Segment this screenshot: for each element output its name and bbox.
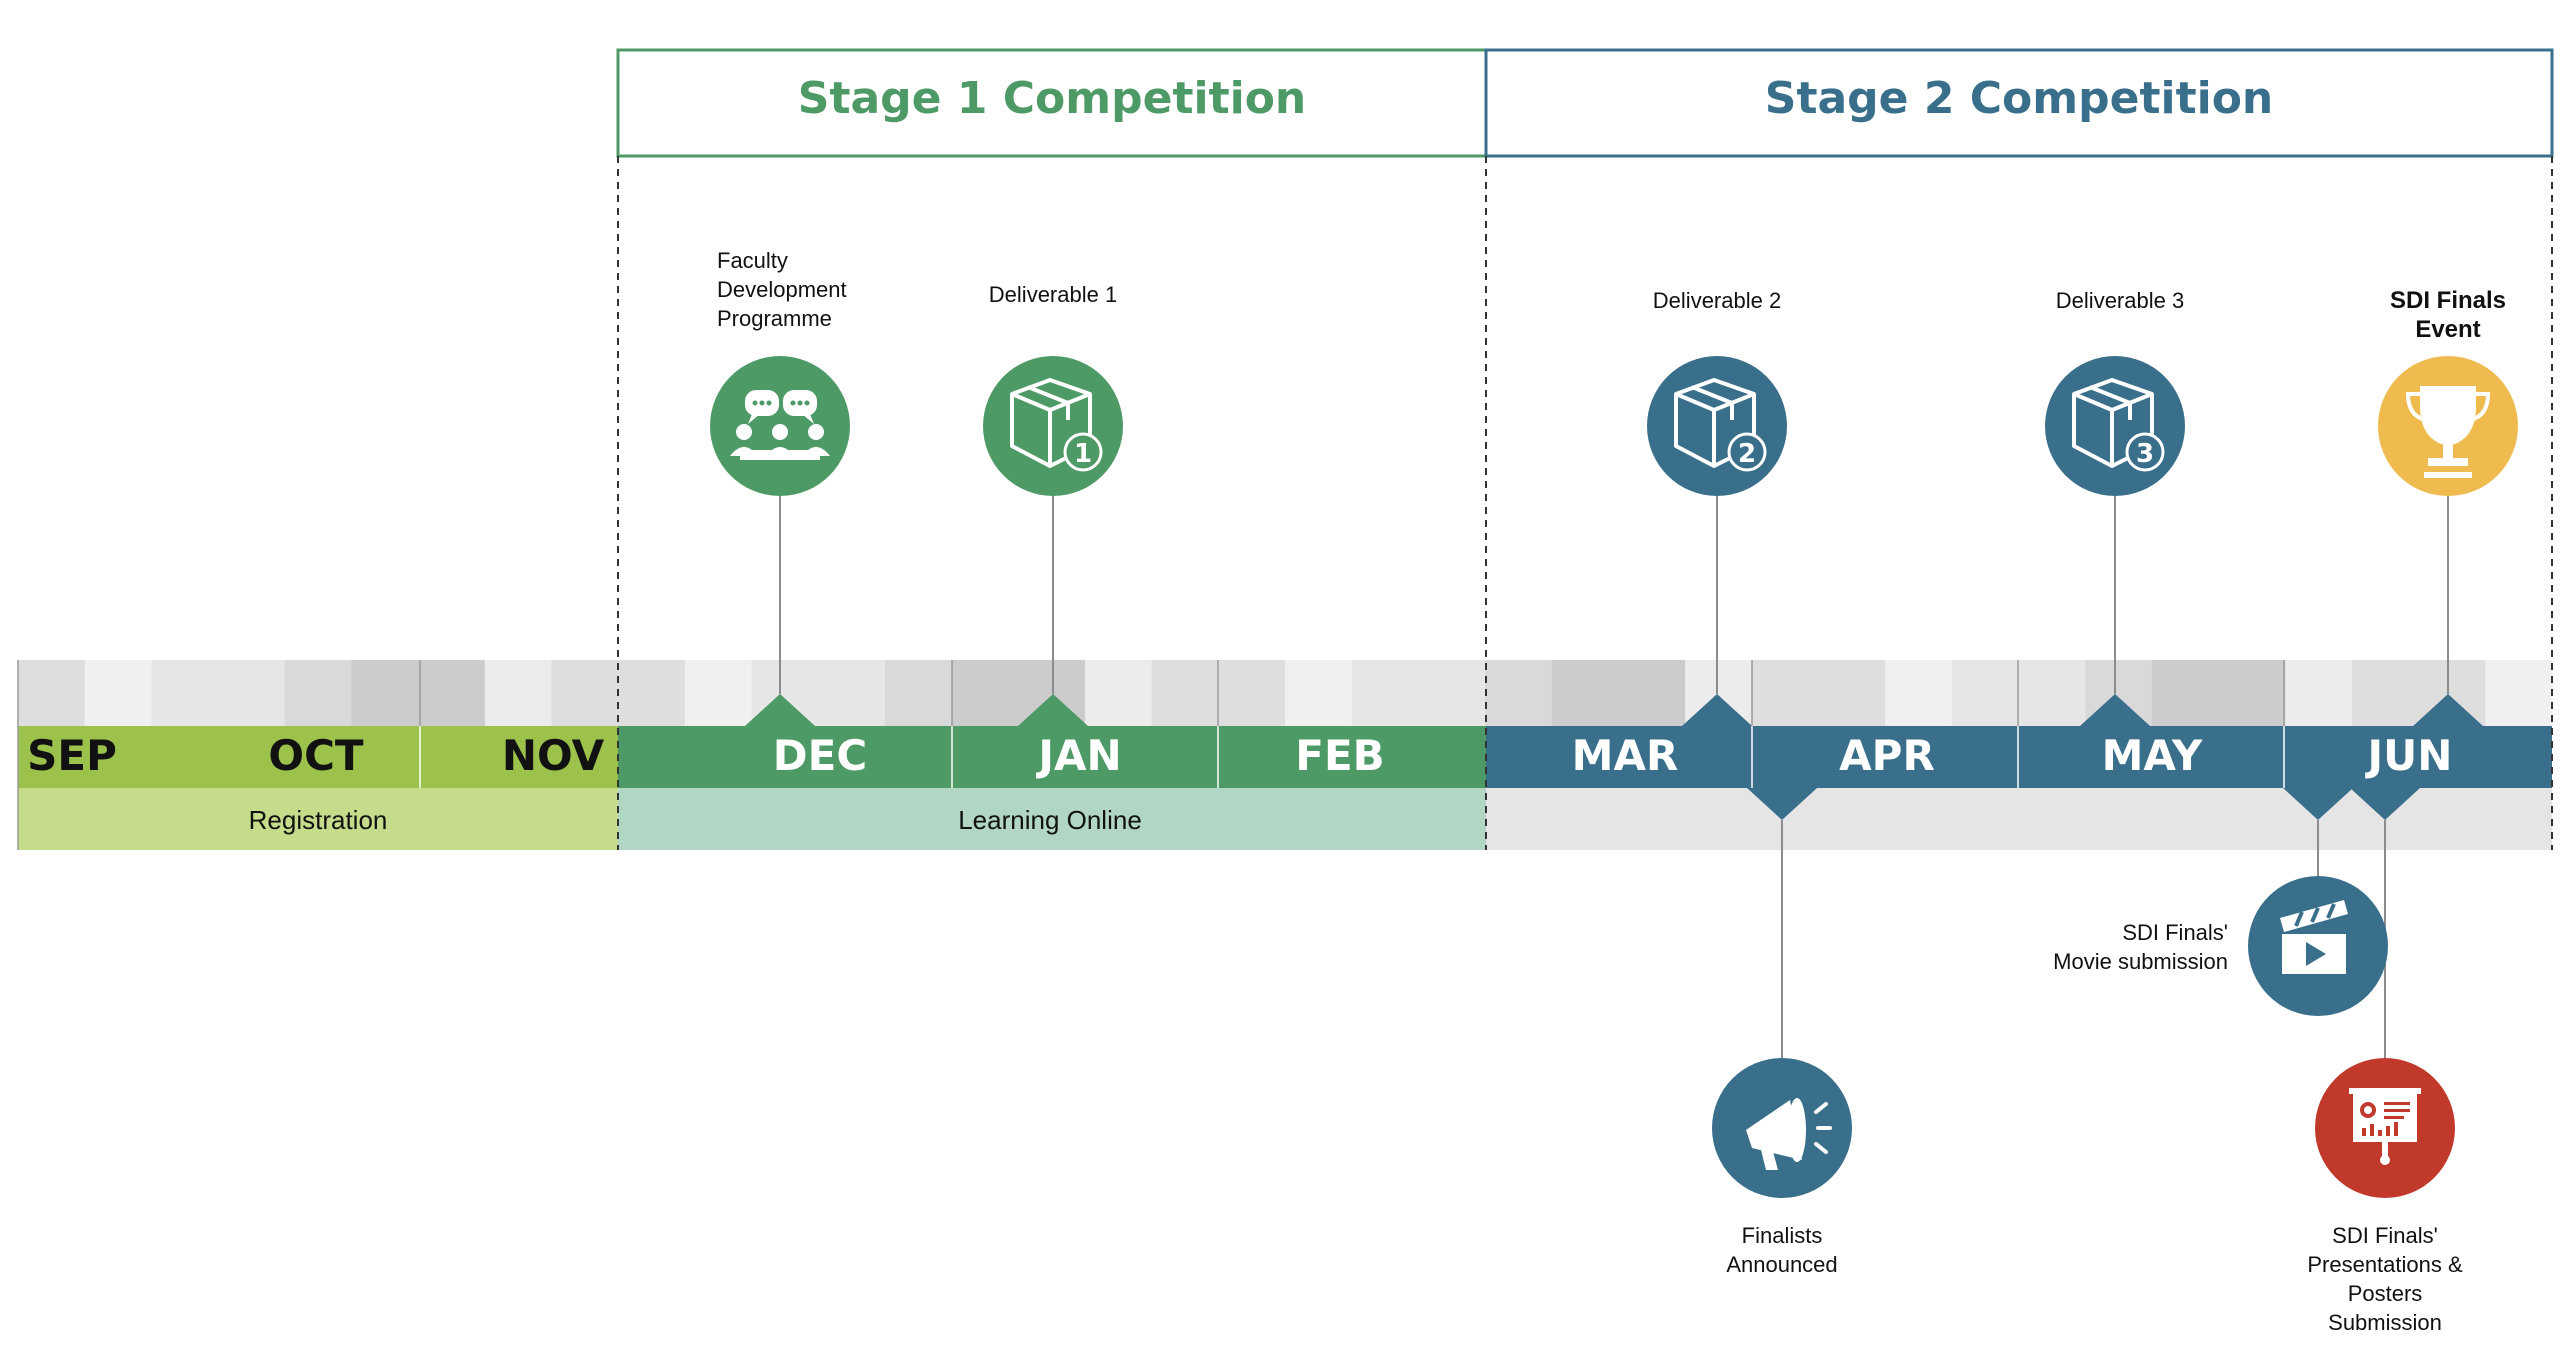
deliverable3-label: Deliverable 3 xyxy=(2056,288,2184,313)
megaphone-icon xyxy=(1712,1058,1852,1198)
checker-cell xyxy=(1885,660,1953,726)
registration-band xyxy=(18,788,618,850)
deliverable1-milestone: Deliverable 1 1 xyxy=(983,282,1123,496)
month-dividers xyxy=(419,726,2285,788)
month-label: DEC xyxy=(773,731,867,780)
checker-cell xyxy=(551,660,619,726)
checker-cell xyxy=(1418,660,1486,726)
checker-cell xyxy=(2218,660,2286,726)
checker-cell xyxy=(1551,660,1619,726)
checker-cell xyxy=(684,660,753,726)
learning-online-label: Learning Online xyxy=(958,805,1142,835)
deliverable3-milestone: Deliverable 3 3 xyxy=(2045,288,2185,496)
package-icon: 1 xyxy=(983,356,1123,496)
checker-cell xyxy=(1285,660,1353,726)
checker-cell xyxy=(18,660,86,726)
stage2-title: Stage 2 Competition xyxy=(1765,73,2274,124)
checker-cell xyxy=(484,660,552,726)
checker-cell xyxy=(1151,660,1219,726)
people-discussion-icon xyxy=(710,356,850,496)
movie-label-line: Movie submission xyxy=(2053,949,2228,974)
trophy-icon xyxy=(2378,356,2518,496)
stage2-box xyxy=(1484,48,2554,158)
stage2-month-bar xyxy=(1486,726,2552,788)
presentations-label-line: Submission xyxy=(2328,1310,2442,1335)
month-label: MAY xyxy=(2102,731,2203,780)
clapperboard-icon xyxy=(2248,876,2388,1016)
checker-cell xyxy=(1351,660,1419,726)
checker-cell xyxy=(2285,660,2353,726)
month-label: JAN xyxy=(1035,731,1121,780)
checker-cell xyxy=(1951,660,2020,726)
checker-cell xyxy=(1618,660,1686,726)
up-notches xyxy=(745,694,2483,726)
finals-event-label-line: Event xyxy=(2415,316,2480,343)
presentations-milestone: SDI Finals' Presentations & Posters Subm… xyxy=(2307,1058,2463,1335)
month-label: NOV xyxy=(502,731,605,780)
checker-cell xyxy=(951,660,1019,726)
checker-cell xyxy=(151,660,219,726)
checker-cell xyxy=(2018,660,2086,726)
month-label: OCT xyxy=(268,731,364,780)
strip-dividers xyxy=(17,660,2285,850)
presentations-label-line: Posters xyxy=(2348,1281,2423,1306)
checker-cell xyxy=(2485,660,2553,726)
checker-cell xyxy=(1218,660,1286,726)
checker-cell xyxy=(418,660,486,726)
checker-cell xyxy=(84,660,152,726)
checker-cell xyxy=(2151,660,2220,726)
movie-label-line: SDI Finals' xyxy=(2122,920,2228,945)
movie-milestone: SDI Finals' Movie submission xyxy=(2053,876,2388,1016)
deliverable2-milestone: Deliverable 2 2 xyxy=(1647,288,1787,496)
month-labels: SEP OCT NOV DEC JAN FEB MAR APR MAY JUN xyxy=(27,731,2452,780)
checker-cell xyxy=(884,660,953,726)
deliverable-number: 2 xyxy=(1738,439,1756,469)
month-label: MAR xyxy=(1572,731,1679,780)
presentation-board-icon xyxy=(2315,1058,2455,1198)
finalists-label-line: Finalists xyxy=(1742,1223,1823,1248)
down-notches xyxy=(1747,788,2420,820)
finals-event-label-line: SDI Finals xyxy=(2390,287,2506,314)
checker-cell xyxy=(218,660,286,726)
checker-cell xyxy=(618,660,686,726)
finals-event-milestone: SDI Finals Event xyxy=(2378,287,2518,496)
package-icon: 2 xyxy=(1647,356,1787,496)
deliverable2-label: Deliverable 2 xyxy=(1653,288,1781,313)
stage1-month-bar xyxy=(618,726,1486,788)
finalists-label-line: Announced xyxy=(1726,1252,1837,1277)
stage-boundaries xyxy=(617,156,2553,850)
month-label: JUN xyxy=(2365,731,2453,780)
month-label: APR xyxy=(1839,731,1935,780)
deliverable-number: 1 xyxy=(1074,439,1092,469)
presentations-label-line: SDI Finals' xyxy=(2332,1223,2438,1248)
finalists-milestone: Finalists Announced xyxy=(1712,1058,1852,1277)
faculty-milestone: Faculty Development Programme xyxy=(710,248,850,496)
presentations-label-line: Presentations & xyxy=(2307,1252,2463,1277)
checker-cell xyxy=(1485,660,1553,726)
stage1-title: Stage 1 Competition xyxy=(798,73,1307,124)
checker-strip xyxy=(18,660,2553,726)
checker-cell xyxy=(1751,660,1819,726)
faculty-label-line: Faculty xyxy=(717,248,788,273)
deliverable-number: 3 xyxy=(2136,439,2154,469)
faculty-label-line: Programme xyxy=(717,306,832,331)
checker-cell xyxy=(351,660,419,726)
package-icon: 3 xyxy=(2045,356,2185,496)
registration-month-bar xyxy=(18,726,618,788)
checker-cell xyxy=(284,660,352,726)
deliverable1-label: Deliverable 1 xyxy=(989,282,1117,307)
checker-cell xyxy=(2351,660,2420,726)
faculty-label-line: Development xyxy=(717,277,847,302)
checker-cell xyxy=(818,660,886,726)
learning-band xyxy=(618,788,1486,850)
checker-cell xyxy=(1818,660,1886,726)
month-label: SEP xyxy=(27,731,117,780)
checker-cell xyxy=(1084,660,1153,726)
connectors xyxy=(779,496,2449,1058)
month-label: FEB xyxy=(1295,731,1384,780)
registration-label: Registration xyxy=(249,805,388,835)
